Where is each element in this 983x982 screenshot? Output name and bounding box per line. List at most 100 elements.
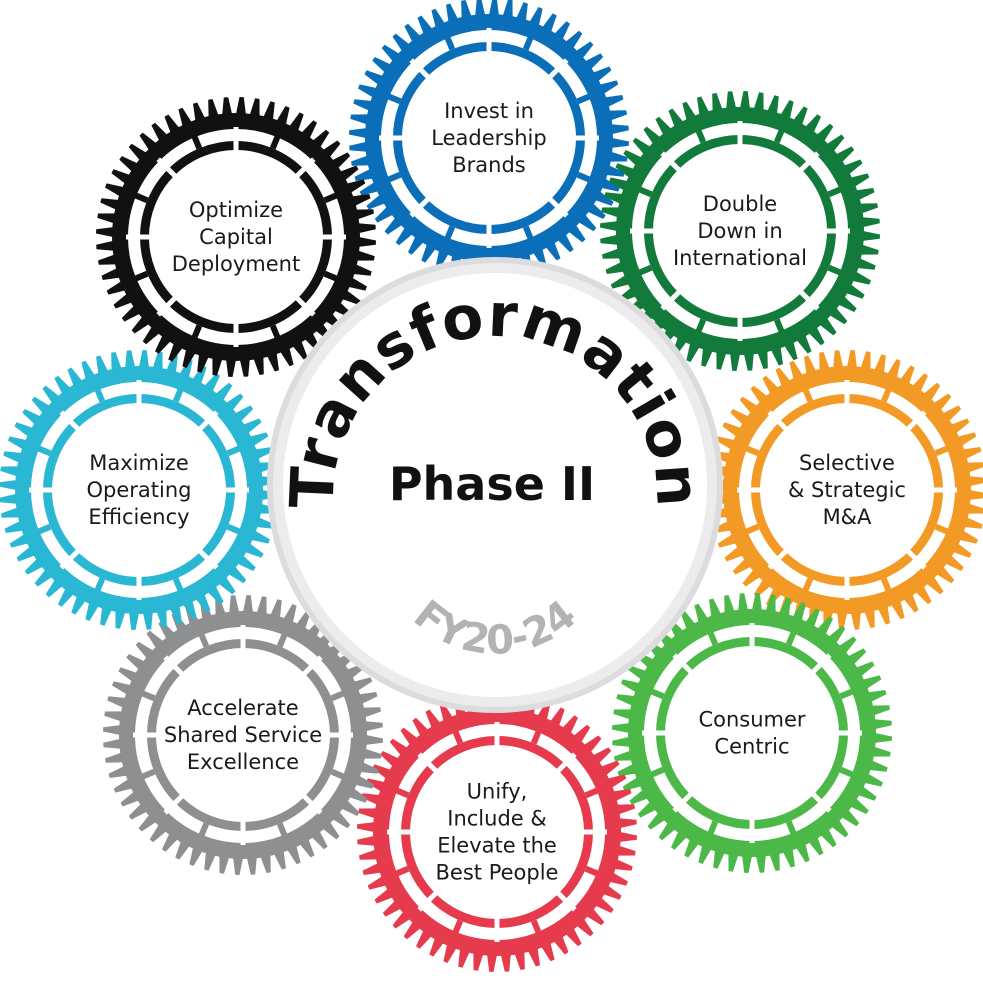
gear-label-line: Centric — [714, 735, 789, 759]
gear-ring-notch — [417, 752, 439, 774]
gear-ring-notch — [555, 890, 577, 912]
gear-ring-notch — [156, 157, 178, 179]
gear-ring-spoke — [695, 318, 707, 333]
gear-label-line: Consumer — [698, 708, 805, 732]
gear-ring-spoke — [191, 135, 203, 150]
gear-ring-spoke — [707, 820, 719, 835]
gear-ring-spoke — [880, 577, 892, 592]
gear-ring-spoke — [387, 171, 402, 183]
gear-ring-notch — [810, 791, 832, 813]
gear-ring-spoke — [172, 577, 184, 592]
gear-ring-spoke — [395, 865, 410, 877]
gear-ring-notch — [156, 295, 178, 317]
gear-face-consumer-centric — [669, 650, 835, 816]
gear-ring-spoke — [839, 766, 854, 778]
gear-label-line: Efficiency — [88, 505, 189, 529]
gear-ring-notch — [555, 752, 577, 774]
gear-ring-notch — [59, 548, 81, 570]
gear-label-line: International — [673, 246, 807, 270]
gear-ring-spoke — [785, 820, 797, 835]
gear-ring-notch — [798, 289, 820, 311]
gear-ring-spoke — [330, 768, 345, 780]
gear-ring-spoke — [226, 445, 241, 457]
gear-ring-spoke — [695, 129, 707, 144]
gear-face-selective-strategic-ma — [764, 407, 930, 573]
gear-ring-spoke — [650, 766, 665, 778]
gear-label-line: Optimize — [189, 198, 283, 222]
gear-face-invest-in-leadership-brands — [406, 55, 572, 221]
gear-label-line: Excellence — [187, 750, 299, 774]
gear-ring-spoke — [226, 523, 241, 535]
gear-ring-spoke — [522, 36, 534, 51]
gear-label-line: Elevate the — [437, 834, 557, 858]
gear-ring-notch — [798, 151, 820, 173]
gear-ring-notch — [767, 410, 789, 432]
gear-label-line: Best People — [436, 861, 559, 885]
gear-ring-spoke — [650, 688, 665, 700]
gear-ring-spoke — [522, 225, 534, 240]
gear-face-accelerate-shared-service — [160, 652, 326, 818]
gear-ring-notch — [197, 548, 219, 570]
hub-face — [283, 273, 707, 697]
gear-label-line: M&A — [823, 505, 872, 529]
gear-ring-spoke — [395, 787, 410, 799]
gear-face-double-down-in-international — [657, 148, 823, 314]
gear-ring-spoke — [584, 865, 599, 877]
gear-label-line: Double — [703, 192, 777, 216]
gear-label-line: Capital — [199, 225, 273, 249]
gear-ring-notch — [301, 655, 323, 677]
gear-ring-notch — [672, 791, 694, 813]
gear-ring-spoke — [276, 633, 288, 648]
gear-ring-spoke — [707, 631, 719, 646]
gear-ring-spoke — [802, 577, 814, 592]
gear-ring-spoke — [37, 445, 52, 457]
gear-ring-spoke — [387, 93, 402, 105]
gear-ring-spoke — [576, 93, 591, 105]
gear-label-line: Down in — [697, 219, 782, 243]
gear-ring-spoke — [880, 388, 892, 403]
gear-ring-spoke — [444, 36, 456, 51]
gear-ring-notch — [547, 196, 569, 218]
gear-ring-spoke — [94, 577, 106, 592]
gear-ring-spoke — [269, 324, 281, 339]
gear-ring-spoke — [530, 919, 542, 934]
gear-ring-spoke — [198, 822, 210, 837]
gear-ring-notch — [197, 410, 219, 432]
gear-label-line: Leadership — [431, 126, 546, 150]
gear-ring-spoke — [745, 523, 760, 535]
gear-ring-spoke — [785, 631, 797, 646]
gear-ring-spoke — [773, 129, 785, 144]
gear-ring-spoke — [934, 445, 949, 457]
gear-ring-notch — [163, 793, 185, 815]
gear-ring-spoke — [827, 264, 842, 276]
transformation-hub: Transformation Phase II FY20-24 — [267, 257, 723, 713]
gear-ring-spoke — [198, 633, 210, 648]
gear-label-line: Maximize — [89, 451, 188, 475]
gear-face-optimize-capital-deployment — [153, 154, 319, 320]
gear-label-line: Deployment — [172, 252, 300, 276]
gear-face-maximize-operating-efficiency — [56, 407, 222, 573]
gear-ring-spoke — [638, 264, 653, 276]
gear-ring-notch — [660, 289, 682, 311]
gear-ring-spoke — [191, 324, 203, 339]
gear-ring-spoke — [576, 171, 591, 183]
gear-ring-spoke — [323, 270, 338, 282]
gear-ring-spoke — [745, 445, 760, 457]
gear-ring-spoke — [141, 768, 156, 780]
gear-label-line: Invest in — [444, 99, 534, 123]
gear-ring-notch — [547, 58, 569, 80]
gear-ring-spoke — [827, 186, 842, 198]
gear-ring-spoke — [276, 822, 288, 837]
gear-ring-spoke — [94, 388, 106, 403]
gear-label-line: Selective — [799, 451, 895, 475]
